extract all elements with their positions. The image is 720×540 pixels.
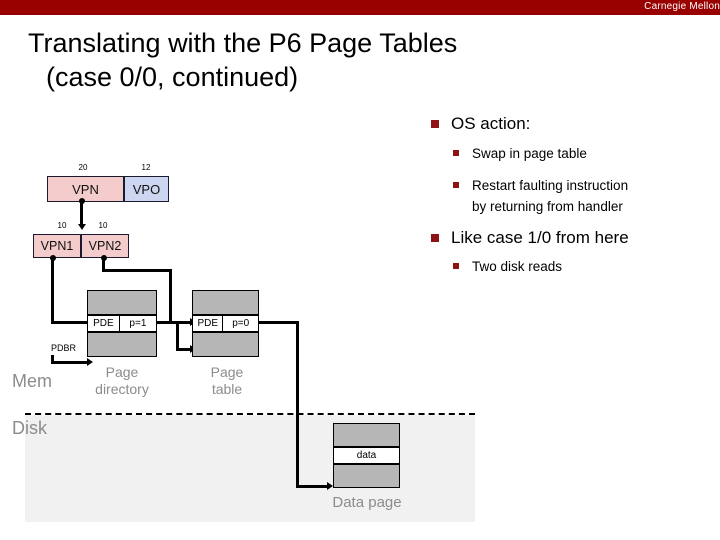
data-page-segment-top [333, 423, 400, 447]
bullet-two-disk-reads: Two disk reads [430, 256, 718, 277]
page-directory-segment-bottom [87, 332, 157, 357]
pdbr-connector-right [51, 361, 89, 364]
pdbr-connector-down [51, 355, 54, 364]
page-directory-label-line2: directory [95, 381, 149, 397]
page-table-label-line1: Page [210, 364, 244, 380]
disk-region-label: Disk [12, 418, 47, 438]
pte-connector-down [296, 321, 299, 488]
pde1-connector-right-2 [176, 348, 192, 351]
pte-name-cell: PDE [193, 316, 224, 331]
pde-name-cell: PDE [88, 316, 120, 331]
data-page-label: Data page [332, 494, 402, 511]
pte-flag-cell: p=0 [232, 318, 250, 329]
vpn2-connector-right-1 [102, 269, 172, 272]
vpn2-bit-width-label: 10 [98, 221, 108, 230]
vpn-split-line [80, 201, 83, 226]
page-title: Translating with the P6 Page Tables (cas… [28, 26, 688, 94]
bullet-label: Two disk reads [472, 259, 563, 274]
vpo-bit-width-label: 12 [141, 163, 151, 172]
title-line-1: Translating with the P6 Page Tables [28, 28, 458, 58]
vpn1-field: VPN1 [33, 234, 81, 258]
brand-label: Carnegie Mellon [644, 1, 720, 12]
vpn-bit-width-label: 20 [78, 163, 88, 172]
bullet-list: OS action: Swap in page table Restart fa… [430, 112, 718, 277]
pdbr-label: PDBR [51, 343, 77, 353]
memory-disk-divider [25, 413, 475, 415]
vpn1-connector-down [51, 258, 54, 324]
bullet-label: Like case 1/0 from here [451, 228, 629, 247]
page-directory-segment-top [87, 290, 157, 315]
page-table-entry: PDE p=0 [192, 315, 259, 332]
data-page-entry: data [333, 447, 400, 464]
data-cell: data [356, 450, 377, 461]
page-directory-label-line1: Page [105, 364, 139, 380]
pde-flag-cell: p=1 [129, 318, 147, 329]
vpo-field: VPO [124, 176, 169, 202]
vpn1-bit-width-label: 10 [57, 221, 67, 230]
bullet-os-action: OS action: [430, 112, 718, 136]
bullet-label: Restart faulting instruction [472, 178, 629, 193]
vpn2-connector-right-2 [169, 321, 192, 324]
page-table-segment-bottom [192, 332, 259, 357]
page-table-segment-top [192, 290, 259, 315]
pte-connector-right-1 [259, 321, 299, 324]
memory-region-label: Mem [12, 371, 52, 391]
vpn1-connector-right [51, 321, 89, 324]
vpn-field: VPN [47, 176, 124, 202]
vpn-split-arrowhead [78, 224, 86, 230]
data-page-segment-bottom [333, 464, 400, 488]
disk-region-background [25, 415, 475, 522]
page-table-block: PDE p=0 [192, 290, 259, 357]
header-bar [0, 0, 720, 15]
bullet-label: Swap in page table [472, 146, 587, 161]
bullet-swap-in-page-table: Swap in page table [430, 143, 718, 164]
vpn2-connector-down-1 [102, 258, 105, 272]
title-line-2: (case 0/0, continued) [46, 62, 299, 92]
bullet-like-case-1-0: Like case 1/0 from here [430, 226, 718, 250]
vpn2-field: VPN2 [81, 234, 129, 258]
bullet-label: OS action: [451, 114, 531, 133]
pde1-connector-right-1 [157, 321, 179, 324]
data-page-block: data [333, 423, 400, 488]
page-directory-block: PDE p=1 [87, 290, 157, 357]
pte-connector-right-2 [296, 485, 329, 488]
vpn2-connector-down-2 [169, 269, 172, 324]
pte-connector-arrowhead [327, 482, 333, 490]
page-directory-entry: PDE p=1 [87, 315, 157, 332]
bullet-restart-faulting-instruction: Restart faulting instruction by returnin… [430, 175, 718, 217]
pdbr-connector-arrowhead [87, 358, 93, 366]
bullet-label-continuation: by returning from handler [472, 199, 623, 214]
page-table-label-line2: table [211, 381, 243, 397]
pde1-connector-down [176, 321, 179, 351]
